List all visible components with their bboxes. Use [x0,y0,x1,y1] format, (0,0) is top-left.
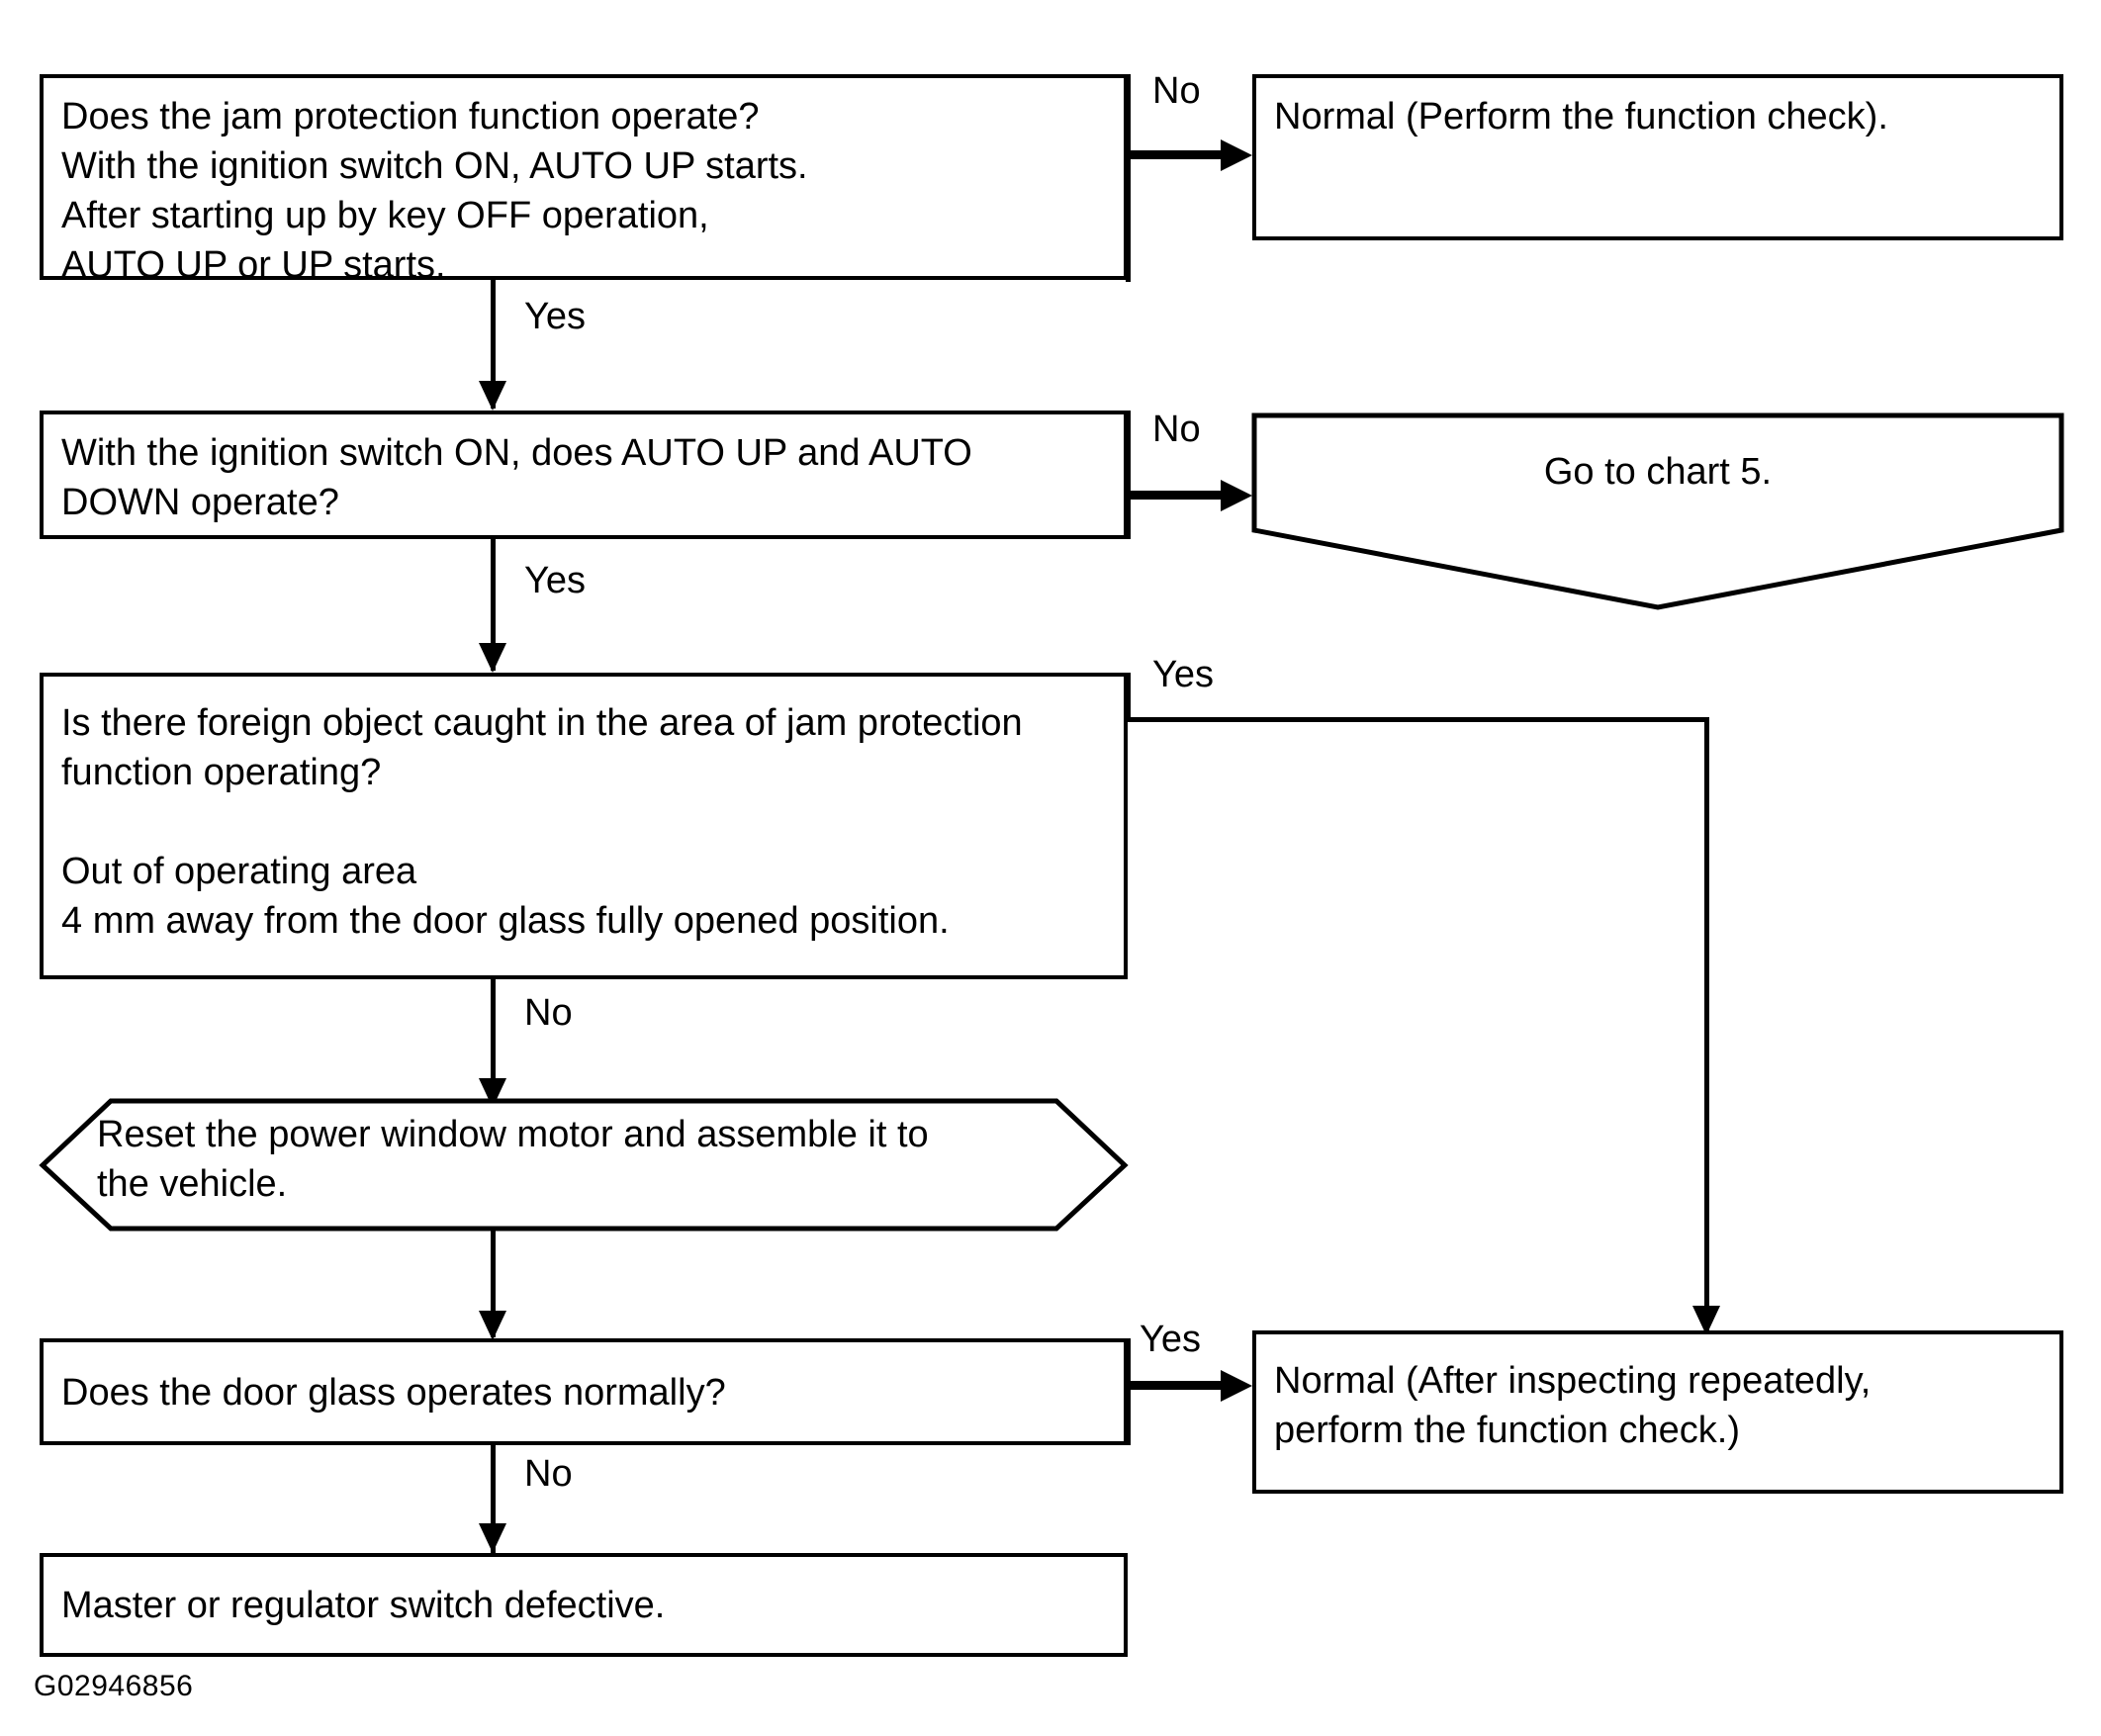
node-auto-up-down-question-text: With the ignition switch ON, does AUTO U… [61,432,972,523]
edge-label-q4-yes: Yes [1140,1319,1201,1360]
edge-q2-yes-line [491,539,496,671]
reset-motor-shape [39,1098,1129,1232]
edge-q3-yes-horizontal [1126,717,1709,722]
edge-a1-to-q4-line [491,1229,496,1337]
edge-q3-yes-stub [1126,673,1131,717]
edge-q1-no-vertical [1126,74,1131,282]
edge-q1-yes-line [491,280,496,409]
node-normal-function-check-text: Normal (Perform the function check). [1274,96,1888,137]
edge-q1-no-horizontal [1126,150,1225,159]
edge-q2-yes-arrowhead [479,643,506,673]
node-go-to-chart-5: Go to chart 5. [1251,412,2064,611]
edge-q4-yes-arrowhead [1221,1370,1252,1402]
node-jam-protection-question: Does the jam protection function operate… [40,74,1128,286]
edge-label-q4-no: No [524,1453,573,1495]
edge-q3-yes-vertical [1704,717,1709,1330]
edge-label-q2-no: No [1152,409,1201,450]
node-jam-protection-question-text: Does the jam protection function operate… [61,96,808,286]
node-normal-after-inspecting-text: Normal (After inspecting repeatedly, per… [1274,1360,1872,1451]
edge-q3-no-line [491,979,496,1103]
node-foreign-object-question-text: Is there foreign object caught in the ar… [61,702,1023,942]
edge-label-q3-yes: Yes [1152,654,1214,695]
node-door-glass-question: Does the door glass operates normally? [40,1338,1128,1445]
node-foreign-object-question: Is there foreign object caught in the ar… [40,673,1128,979]
node-reset-motor-action-text: Reset the power window motor and assembl… [97,1114,929,1205]
edge-q2-no-arrowhead [1221,480,1252,511]
edge-label-q2-yes: Yes [524,560,586,601]
edge-q1-no-arrowhead [1221,139,1252,171]
edge-q2-no-horizontal [1126,491,1225,500]
edge-a1-to-q4-arrowhead [479,1311,506,1340]
node-master-regulator-defective-text: Master or regulator switch defective. [61,1585,666,1626]
edge-q4-no-line [491,1445,496,1554]
node-go-to-chart-5-text: Go to chart 5. [1543,451,1773,493]
edge-q4-yes-vertical [1126,1338,1131,1445]
edge-label-q1-no: No [1152,70,1201,112]
edge-label-q1-yes: Yes [524,296,586,337]
node-auto-up-down-question: With the ignition switch ON, does AUTO U… [40,411,1128,539]
go-to-chart-5-shape [1251,412,2064,610]
node-normal-after-inspecting: Normal (After inspecting repeatedly, per… [1252,1330,2063,1494]
edge-q4-yes-horizontal [1126,1381,1225,1390]
edge-q1-yes-arrowhead [479,381,506,411]
edge-q4-no-arrowhead [479,1523,506,1553]
node-reset-motor-action: Reset the power window motor and assembl… [39,1098,1129,1232]
figure-id-label: G02946856 [34,1670,194,1702]
edge-q2-no-vertical [1126,411,1131,539]
edge-label-q3-no: No [524,992,573,1034]
node-normal-function-check: Normal (Perform the function check). [1252,74,2063,240]
node-door-glass-question-text: Does the door glass operates normally? [61,1372,726,1414]
node-master-regulator-defective: Master or regulator switch defective. [40,1553,1128,1657]
